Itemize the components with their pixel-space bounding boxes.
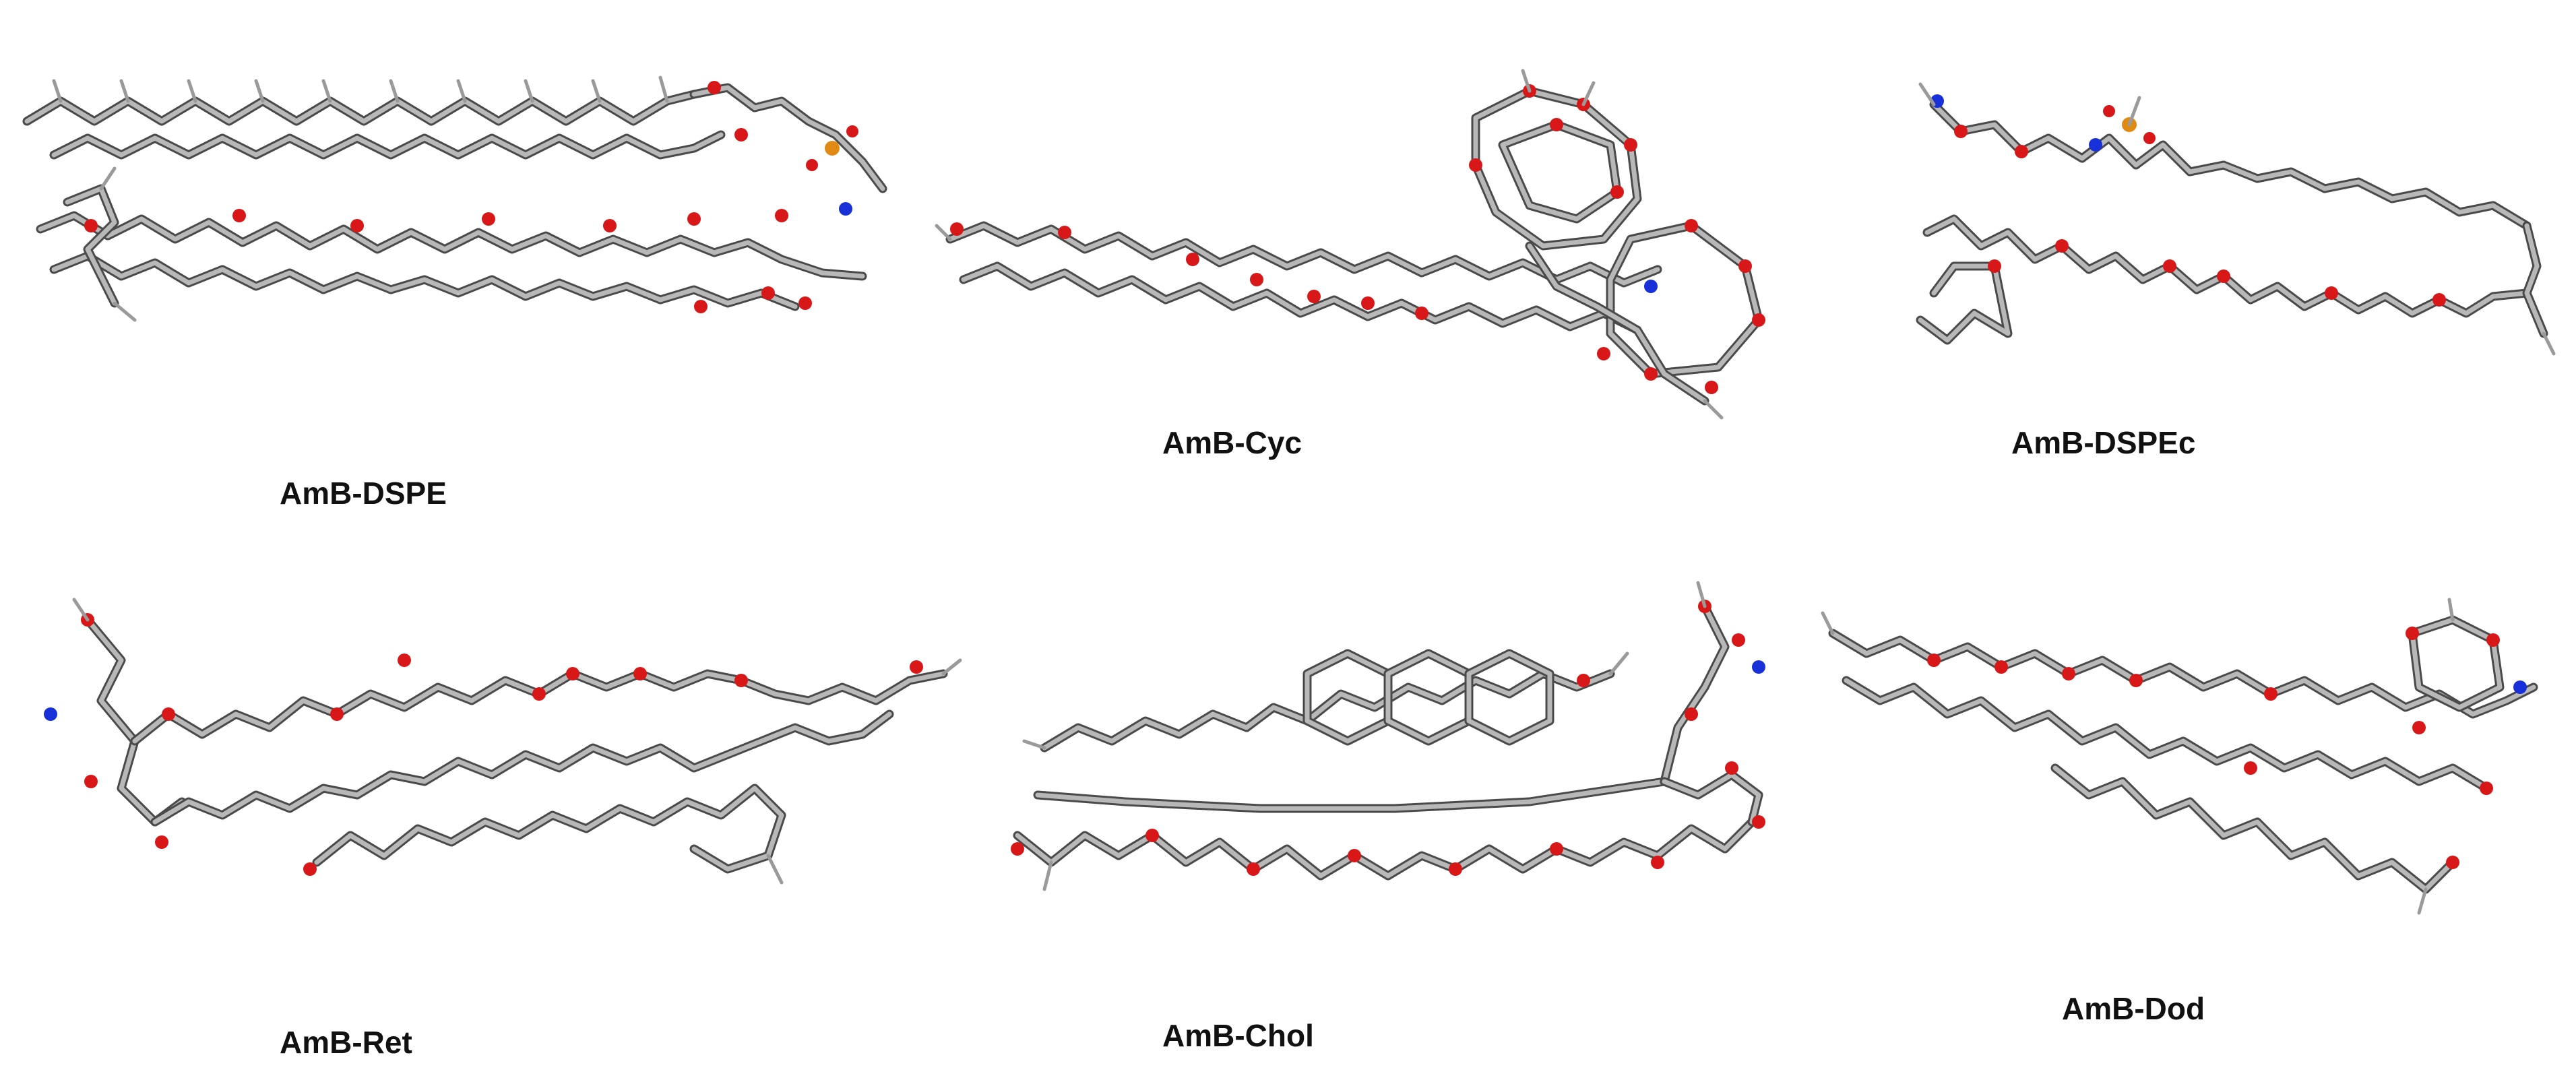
molecule-structure-amb-chol (1011, 581, 1765, 891)
caption-amb-dspe: AmB-DSPE (280, 476, 447, 511)
molecule-structure-amb-dod (1821, 598, 2538, 915)
molecule-panel-amb-dspec (1907, 64, 2561, 401)
caption-amb-dspec: AmB-DSPEc (2011, 425, 2196, 460)
caption-amb-dod: AmB-Dod (2062, 991, 2205, 1026)
caption-amb-chol: AmB-Chol (1162, 1018, 1314, 1053)
molecule-panel-amb-ret (27, 579, 970, 916)
molecule-panel-amb-dod (1819, 593, 2561, 957)
molecule-panel-amb-chol (991, 552, 1826, 957)
molecule-panel-amb-dspe (13, 47, 930, 344)
molecule-structure-amb-ret (44, 598, 962, 885)
molecule-structure-amb-dspe (22, 75, 887, 322)
molecule-panel-amb-cyc (935, 64, 1893, 428)
molecule-structure-amb-dspec (1916, 82, 2556, 356)
caption-amb-ret: AmB-Ret (280, 1025, 412, 1060)
caption-amb-cyc: AmB-Cyc (1162, 425, 1302, 460)
molecule-structure-amb-cyc (935, 69, 1765, 420)
